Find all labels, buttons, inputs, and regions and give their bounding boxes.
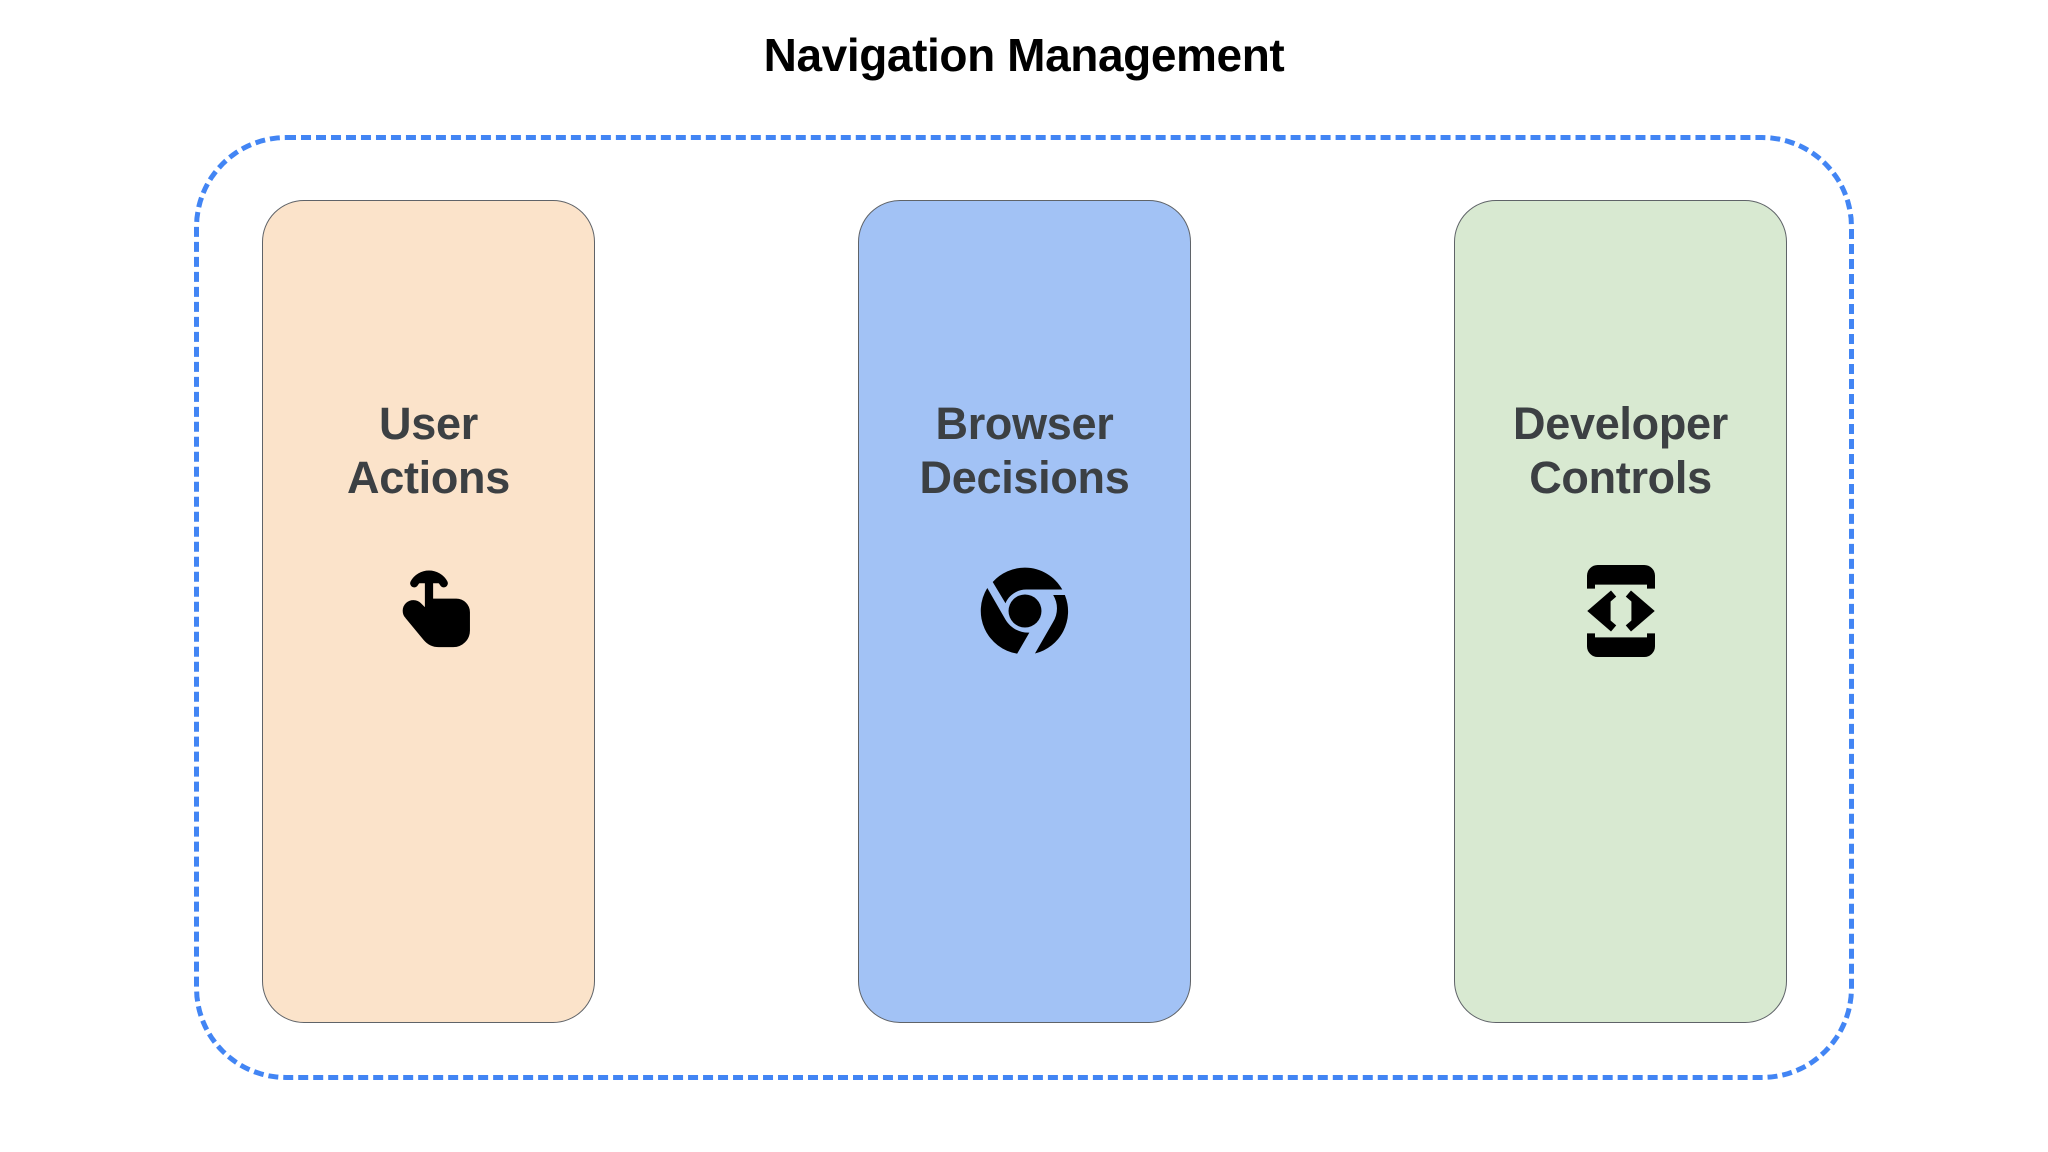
card-user-actions[interactable]: User Actions — [262, 200, 595, 1023]
card-label-browser-decisions: Browser Decisions — [919, 398, 1130, 503]
card-browser-decisions[interactable]: Browser Decisions — [858, 200, 1191, 1023]
card-label-user-actions: User Actions — [347, 398, 510, 503]
touch-app-icon — [375, 557, 483, 665]
developer-mode-icon — [1567, 557, 1675, 665]
card-row: User Actions Browser Decisions — [262, 200, 1787, 1023]
page-title: Navigation Management — [763, 29, 1285, 81]
card-label-developer-controls: Developer Controls — [1513, 398, 1728, 503]
navigation-management-group — [194, 135, 1854, 1080]
card-developer-controls[interactable]: Developer Controls — [1454, 200, 1787, 1023]
chrome-logo-icon — [971, 557, 1079, 665]
